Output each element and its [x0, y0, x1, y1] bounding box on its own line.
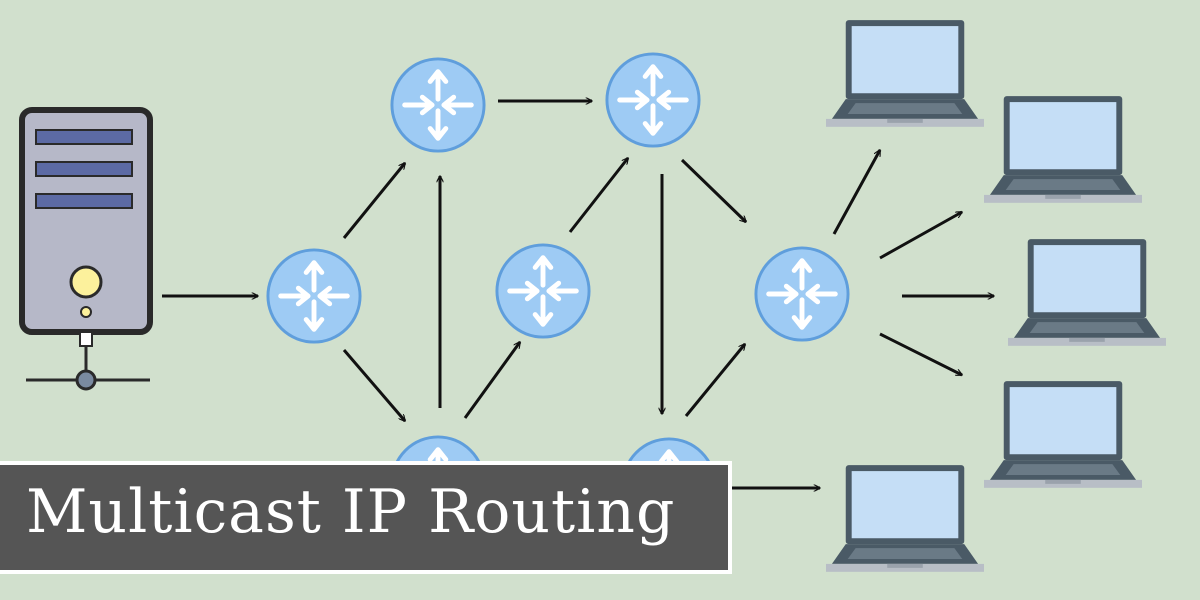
arrows [162, 101, 994, 488]
router-icon [607, 54, 699, 146]
router-icon [497, 245, 589, 337]
arrow [342, 349, 405, 421]
laptop-icon [826, 20, 984, 127]
arrow [342, 163, 405, 239]
title-banner: Multicast IP Routing [0, 461, 732, 574]
laptop-icon [984, 96, 1142, 203]
arrow [832, 150, 882, 235]
arrow [684, 344, 745, 417]
arrow [879, 332, 962, 377]
arrow [879, 210, 962, 260]
router-icon [756, 248, 848, 340]
arrow [568, 158, 628, 233]
laptop-icon [826, 465, 984, 572]
router-icon [392, 59, 484, 151]
page-title: Multicast IP Routing [26, 477, 676, 547]
arrow [680, 158, 746, 222]
laptop-icon [984, 381, 1142, 488]
router-icon [268, 250, 360, 342]
server-icon [19, 107, 153, 391]
arrow [463, 342, 522, 419]
laptop-icon [1008, 239, 1166, 346]
